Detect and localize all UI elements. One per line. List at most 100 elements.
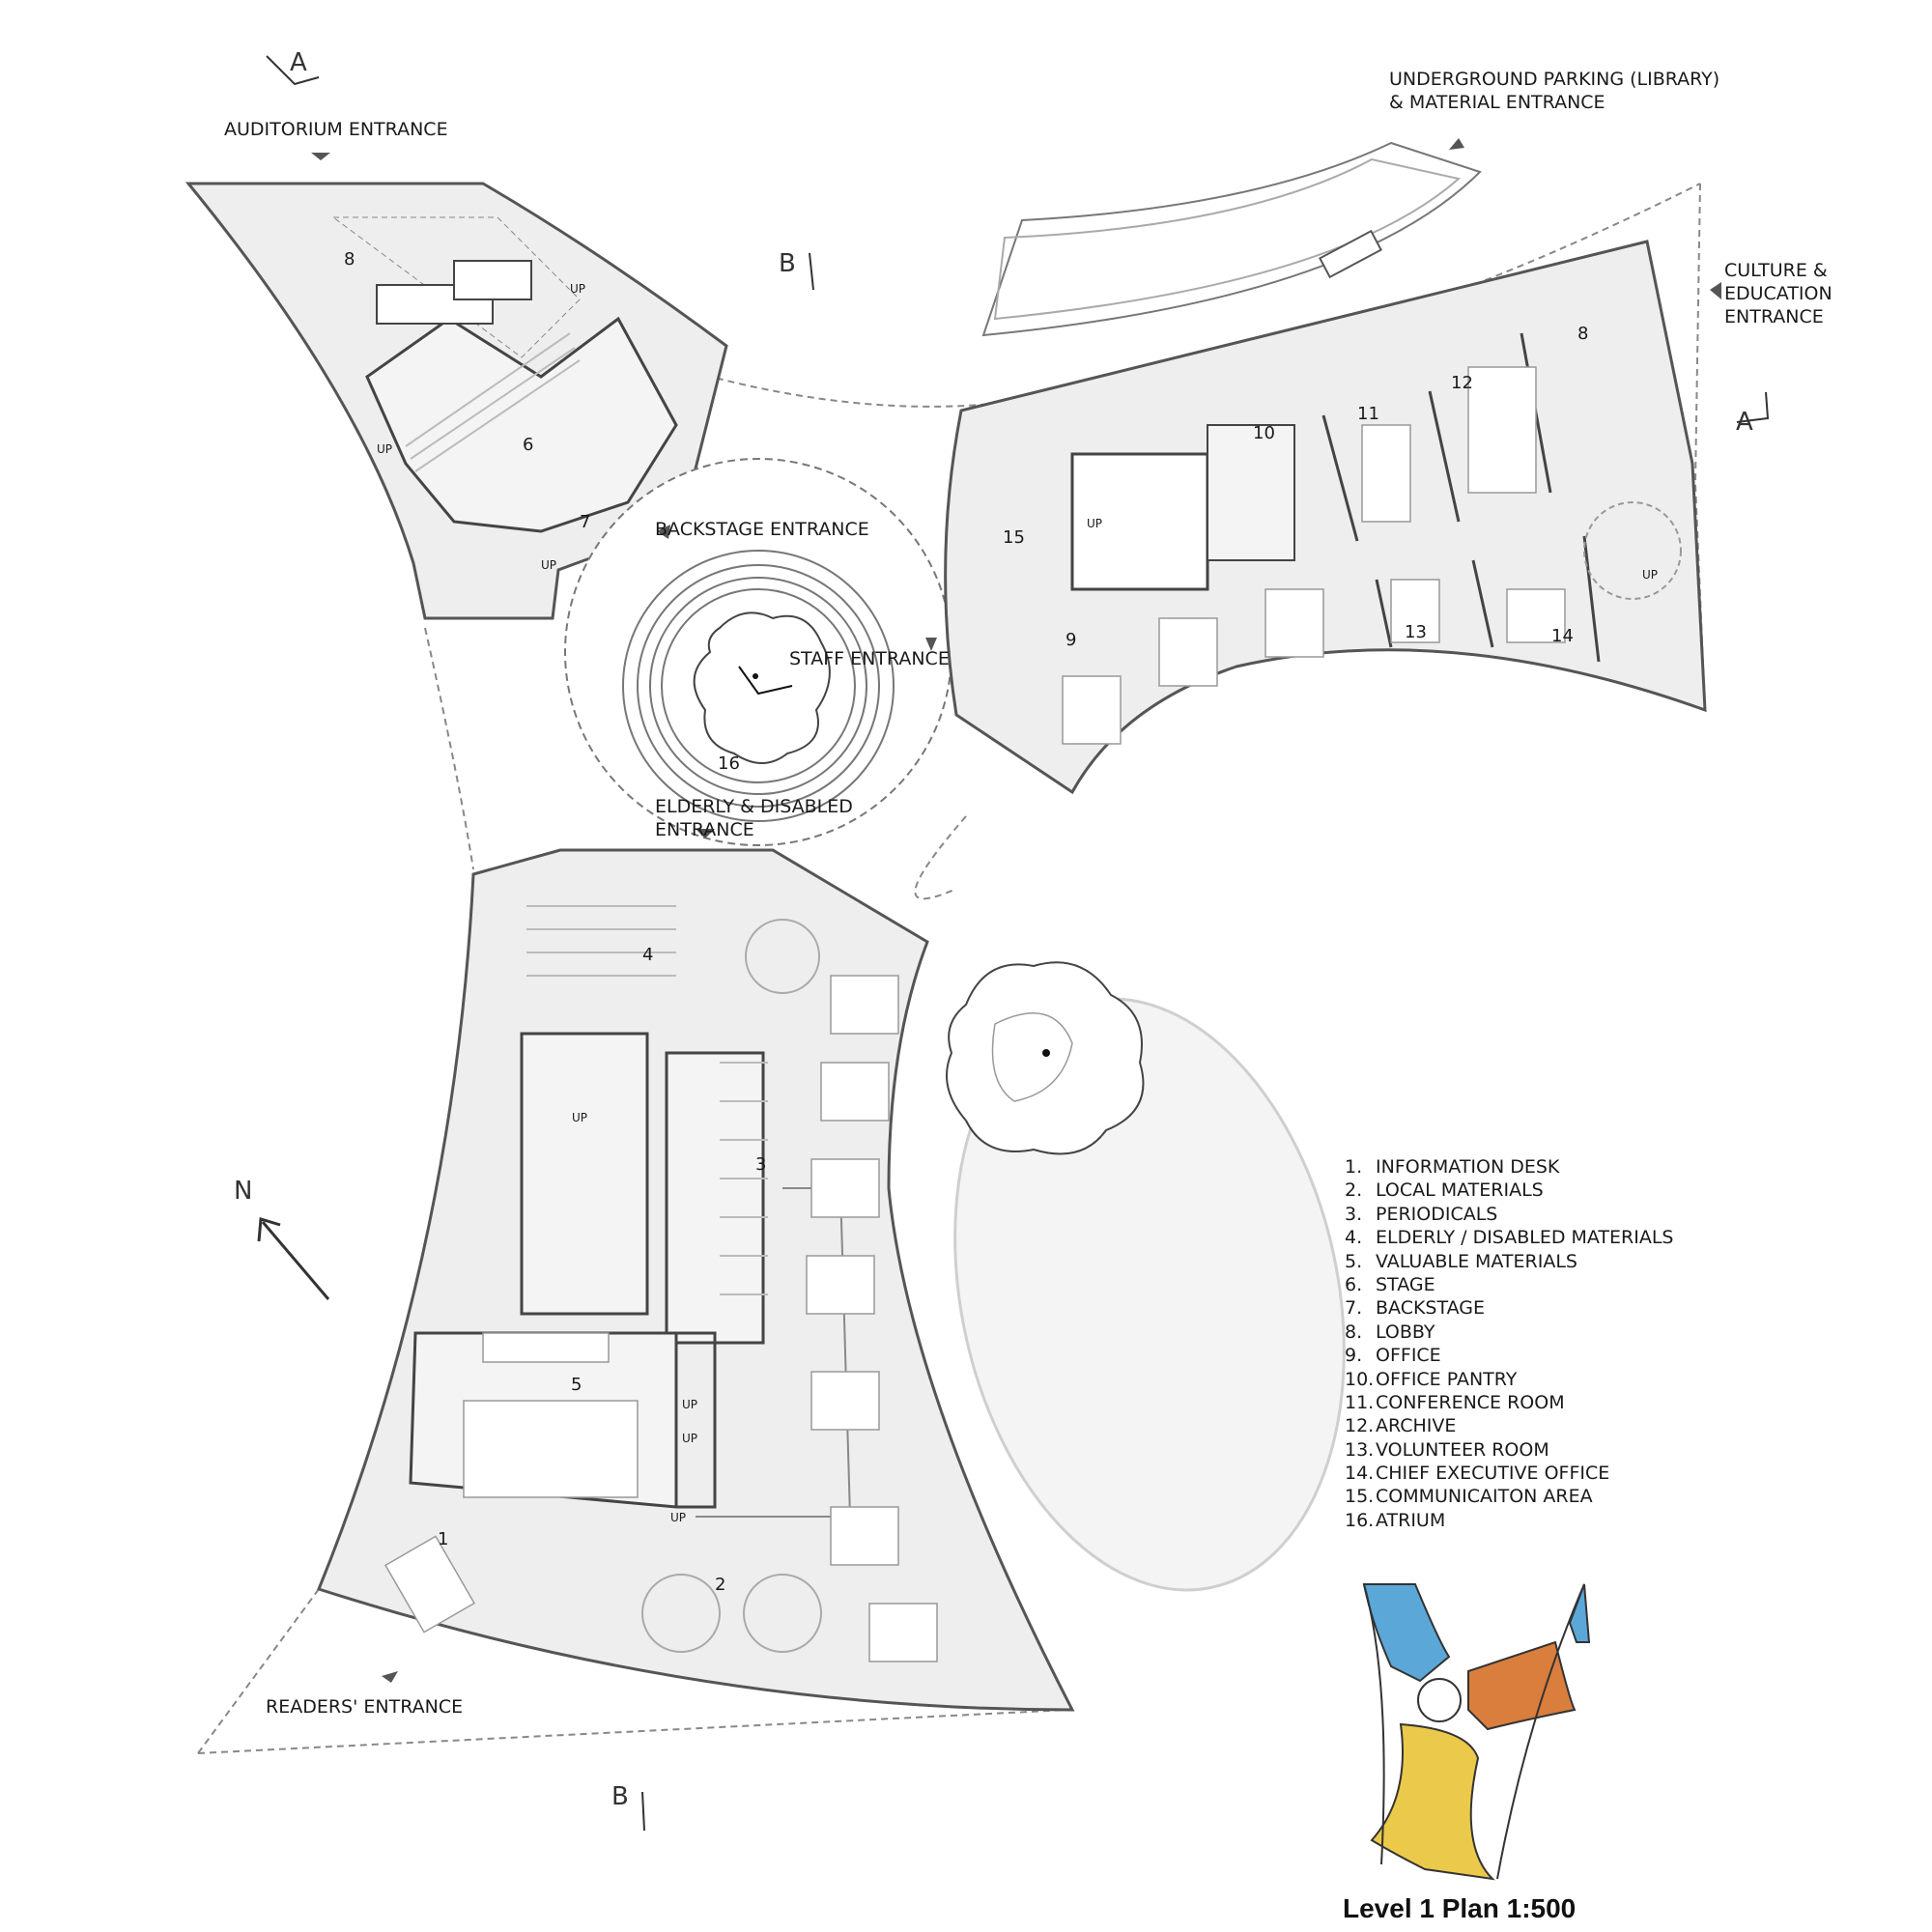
room-12: 12: [1451, 373, 1473, 393]
plan-title: Level 1 Plan 1:500: [1343, 1893, 1577, 1923]
legend-item: 5. VALUABLE MATERIALS: [1345, 1251, 1674, 1274]
room-5: 5: [571, 1375, 582, 1395]
legend-label: VALUABLE MATERIALS: [1376, 1250, 1577, 1272]
legend-number: 5.: [1345, 1250, 1363, 1272]
key-plan: [1362, 1583, 1591, 1881]
east-wing: [944, 240, 1707, 795]
legend-number: 15.: [1345, 1486, 1375, 1508]
section-a-right: A: [1736, 408, 1753, 437]
legend-label: ELDERLY / DISABLED MATERIALS: [1376, 1227, 1674, 1249]
room-legend: 1. INFORMATION DESK 2. LOCAL MATERIALS 3. P…: [1345, 1156, 1674, 1533]
legend-number: 16.: [1345, 1509, 1375, 1531]
legend-number: 2.: [1345, 1179, 1363, 1202]
legend-item: 10.OFFICE PANTRY: [1345, 1369, 1674, 1392]
elderly-entrance-label-1: ELDERLY & DISABLED: [655, 796, 853, 817]
parking-ramp: [981, 141, 1482, 337]
room-8-west: 8: [344, 249, 355, 270]
legend-number: 12.: [1345, 1415, 1375, 1437]
legend-number: 8.: [1345, 1321, 1363, 1343]
stair-up-label-1: UP: [570, 282, 586, 296]
legend-label: VOLUNTEER ROOM: [1376, 1438, 1549, 1461]
west-wing: [185, 182, 728, 620]
room-8-east: 8: [1577, 324, 1589, 344]
stair-up-label-6: UP: [572, 1111, 588, 1124]
legend-number: 14.: [1345, 1463, 1375, 1485]
stair-up-label-5: UP: [1642, 568, 1659, 582]
legend-item: 16.ATRIUM: [1345, 1510, 1674, 1533]
legend-item: 9. OFFICE: [1345, 1345, 1674, 1368]
legend-number: 10.: [1345, 1368, 1375, 1390]
legend-number: 13.: [1345, 1438, 1375, 1461]
legend-label: COMMUNICAITON AREA: [1376, 1486, 1593, 1508]
culture-entrance-label-1: CULTURE &: [1724, 260, 1828, 281]
stair-up-label-3: UP: [541, 558, 557, 572]
room-10: 10: [1253, 423, 1275, 443]
room-15: 15: [1003, 527, 1025, 548]
legend-label: ATRIUM: [1376, 1509, 1446, 1531]
legend-label: LOBBY: [1376, 1321, 1435, 1343]
culture-entrance-label-2: EDUCATION: [1724, 283, 1833, 304]
legend-number: 1.: [1345, 1156, 1363, 1178]
legend-item: 15.COMMUNICAITON AREA: [1345, 1486, 1674, 1509]
stair-up-label-2: UP: [377, 442, 393, 456]
section-markers: [266, 55, 1770, 1832]
legend-item: 8. LOBBY: [1345, 1321, 1674, 1345]
legend-label: BACKSTAGE: [1376, 1297, 1486, 1320]
legend-label: CONFERENCE ROOM: [1376, 1391, 1565, 1413]
backstage-entrance-label: BACKSTAGE ENTRANCE: [655, 519, 869, 540]
legend-item: 14.CHIEF EXECUTIVE OFFICE: [1345, 1463, 1674, 1486]
legend-label: OFFICE: [1376, 1345, 1441, 1367]
parking-entrance-label-2: & MATERIAL ENTRANCE: [1389, 92, 1605, 113]
legend-label: LOCAL MATERIALS: [1376, 1179, 1544, 1202]
legend-label: ARCHIVE: [1376, 1415, 1457, 1437]
room-2: 2: [715, 1575, 726, 1595]
legend-item: 11.CONFERENCE ROOM: [1345, 1392, 1674, 1415]
atrium: [564, 458, 952, 846]
legend-number: 3.: [1345, 1203, 1363, 1225]
auditorium-entrance-label: AUDITORIUM ENTRANCE: [224, 119, 448, 140]
room-16: 16: [718, 753, 740, 774]
legend-item: 4. ELDERLY / DISABLED MATERIALS: [1345, 1227, 1674, 1250]
south-wing: [317, 848, 1075, 1712]
section-a-top: A: [290, 48, 307, 77]
culture-entrance-label-3: ENTRANCE: [1724, 306, 1824, 327]
room-13: 13: [1405, 622, 1427, 642]
room-6: 6: [523, 435, 534, 455]
legend-label: INFORMATION DESK: [1376, 1156, 1560, 1178]
room-11: 11: [1357, 404, 1379, 424]
entrance-arrows: [311, 138, 1721, 1683]
legend-number: 11.: [1345, 1391, 1375, 1413]
legend-label: PERIODICALS: [1376, 1203, 1498, 1225]
legend-item: 1. INFORMATION DESK: [1345, 1156, 1674, 1179]
room-9: 9: [1065, 630, 1077, 650]
legend-item: 2. LOCAL MATERIALS: [1345, 1179, 1674, 1203]
readers-entrance-label: READERS' ENTRANCE: [266, 1696, 464, 1718]
legend-number: 9.: [1345, 1345, 1363, 1367]
staff-entrance-label: STAFF ENTRANCE: [789, 648, 950, 669]
stair-up-label-9: UP: [670, 1511, 687, 1524]
legend-label: OFFICE PANTRY: [1376, 1368, 1518, 1390]
elderly-entrance-label-2: ENTRANCE: [655, 819, 754, 840]
stair-up-label-4: UP: [1087, 517, 1103, 530]
section-b-top: B: [779, 249, 796, 278]
legend-item: 13.VOLUNTEER ROOM: [1345, 1439, 1674, 1463]
legend-number: 6.: [1345, 1273, 1363, 1295]
legend-label: STAGE: [1376, 1273, 1435, 1295]
legend-number: 4.: [1345, 1227, 1363, 1249]
legend-label: CHIEF EXECUTIVE OFFICE: [1376, 1463, 1610, 1485]
legend-item: 6. STAGE: [1345, 1274, 1674, 1297]
north-arrow: [257, 1217, 330, 1300]
legend-item: 7. BACKSTAGE: [1345, 1297, 1674, 1321]
stair-up-label-7: UP: [682, 1398, 698, 1411]
north-label: N: [234, 1177, 253, 1206]
legend-number: 7.: [1345, 1297, 1363, 1320]
section-b-bottom: B: [611, 1782, 629, 1811]
legend-item: 12.ARCHIVE: [1345, 1415, 1674, 1438]
room-7: 7: [580, 512, 591, 532]
room-14: 14: [1551, 626, 1574, 646]
stair-up-label-8: UP: [682, 1432, 698, 1445]
room-3: 3: [755, 1154, 767, 1175]
legend-item: 3. PERIODICALS: [1345, 1204, 1674, 1227]
room-1: 1: [438, 1529, 449, 1549]
